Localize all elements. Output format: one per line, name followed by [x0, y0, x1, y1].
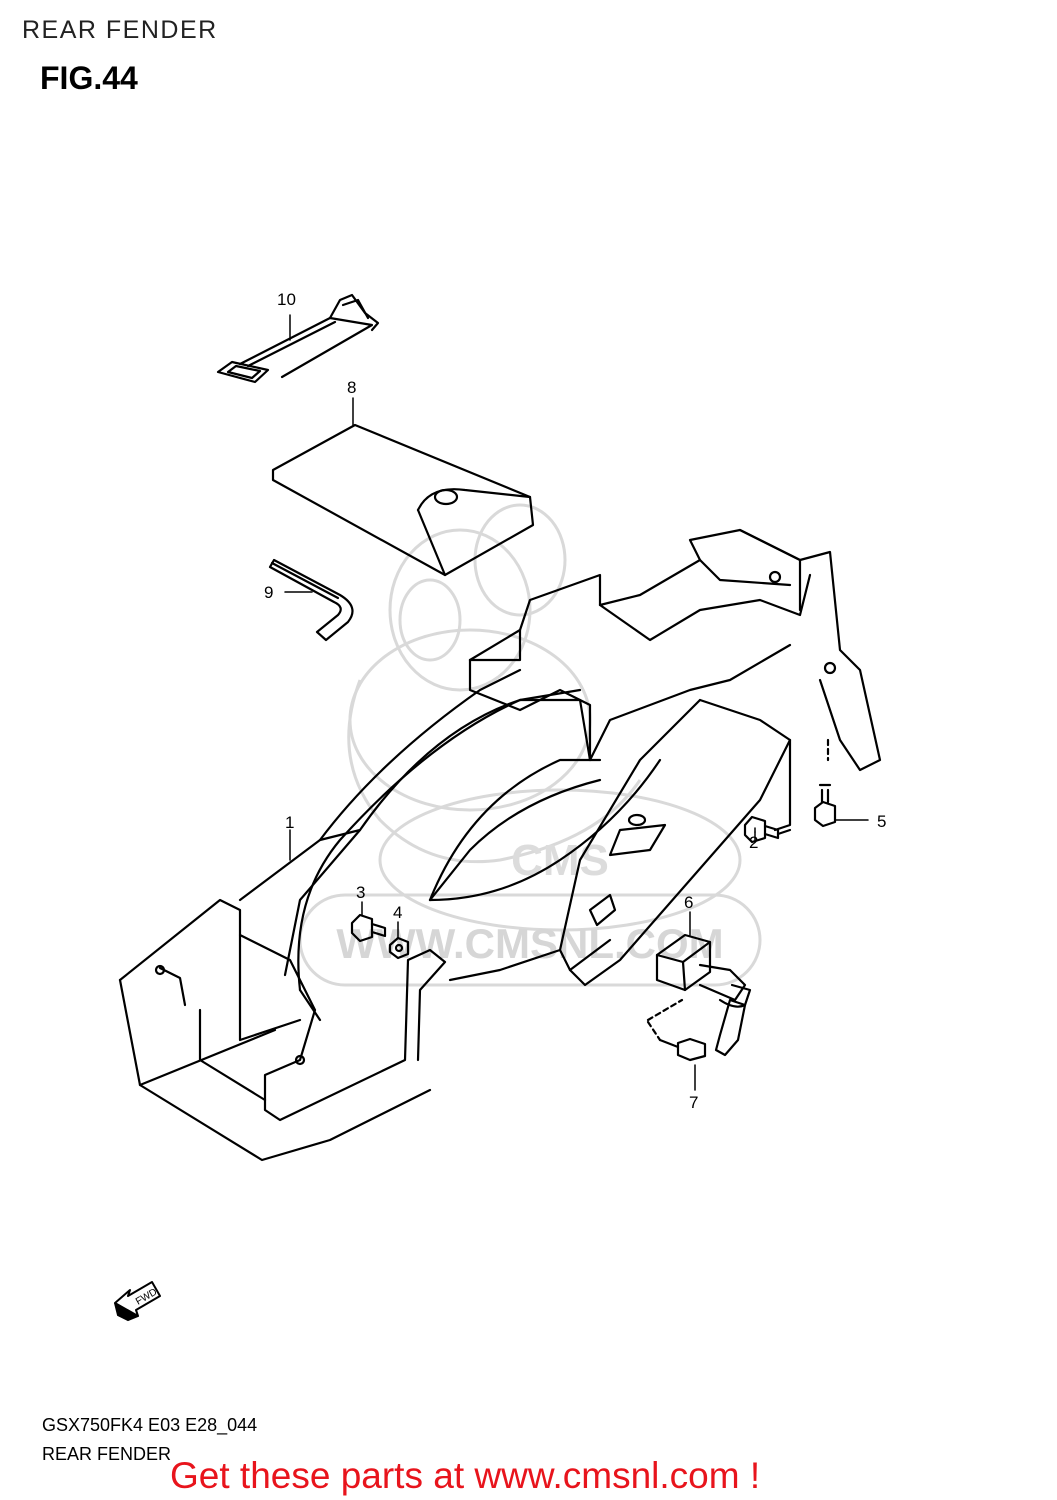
part-label-1: 1: [285, 813, 294, 832]
part-label-9: 9: [264, 583, 273, 602]
part-label-8: 8: [347, 378, 356, 397]
part-label-3: 3: [356, 883, 365, 902]
watermark: CMS WWW.CMSNL.COM: [298, 503, 762, 987]
part-label-4: 4: [393, 903, 402, 922]
diagram-subtitle: REAR FENDER: [42, 1444, 172, 1464]
part-label-5: 5: [877, 812, 886, 831]
part-number-labels: 10 8 9 1 3 4 2 5 6 7: [264, 290, 886, 1112]
bolt-2-drawing: [743, 815, 792, 844]
strap-drawing: [216, 293, 380, 384]
part-label-10: 10: [277, 290, 296, 309]
part-label-7: 7: [689, 1093, 698, 1112]
tool-bag-plate-drawing: [271, 423, 535, 577]
fwd-arrow-icon: FWD: [114, 1281, 161, 1322]
part-lines: [118, 293, 882, 1162]
rear-fender-drawing: [118, 528, 882, 1162]
promo-link[interactable]: Get these parts at www.cmsnl.com !: [170, 1455, 761, 1496]
screw-7-drawing: [646, 1020, 707, 1062]
leader-lines: [284, 314, 869, 1091]
hex-wrench-drawing: [268, 558, 354, 642]
seat-lock-drawing: [646, 933, 752, 1057]
diagram-code: GSX750FK4 E03 E28_044: [42, 1415, 258, 1435]
part-label-6: 6: [684, 893, 693, 912]
figure-title: FIG.44: [40, 60, 138, 96]
bolt-3-drawing: [350, 913, 387, 943]
part-label-2: 2: [749, 833, 758, 852]
screw-5-drawing: [813, 738, 837, 828]
section-title: REAR FENDER: [22, 16, 218, 44]
